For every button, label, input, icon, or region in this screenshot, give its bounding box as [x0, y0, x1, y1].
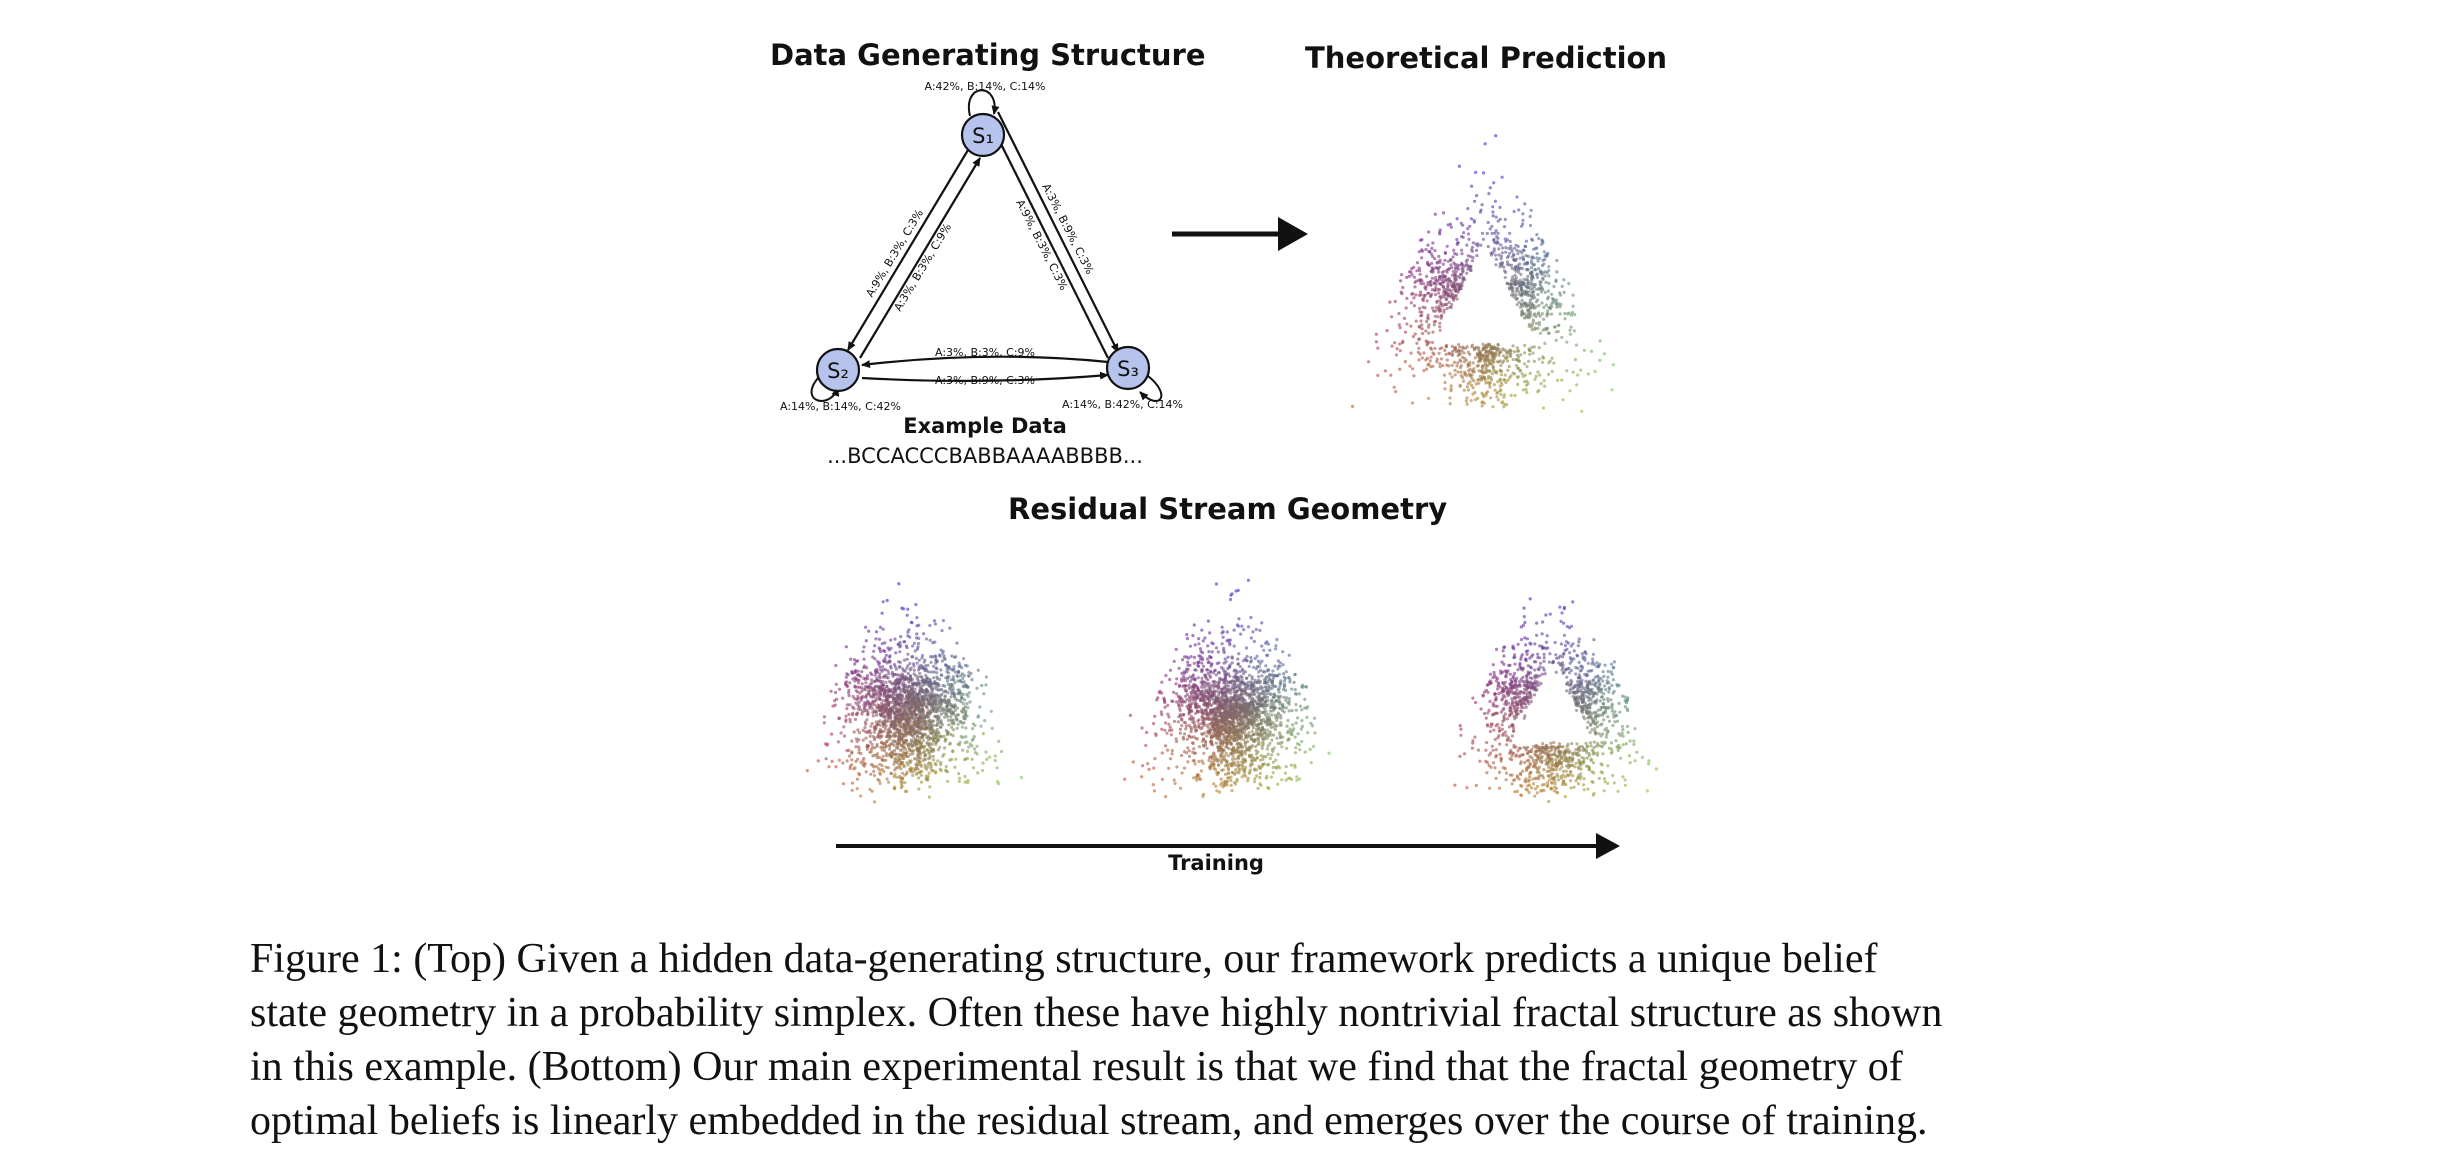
state-diagram: S₁ S₂ S₃ A:42%, B:14%, C:14% A:14%, B:14…	[780, 80, 1183, 468]
caption-line: optimal beliefs is linearly embedded in …	[250, 1098, 1928, 1144]
training-label: Training	[1168, 851, 1264, 875]
residual-plot-late	[1453, 597, 1658, 804]
edge-label-s3-s2: A:3%, B:3%, C:9%	[935, 346, 1035, 359]
caption-line: Figure 1: (Top) Given a hidden data-gene…	[250, 936, 1878, 982]
edge-label-s1-self: A:42%, B:14%, C:14%	[924, 80, 1045, 93]
residual-stream-geometry-title: Residual Stream Geometry	[1008, 492, 1448, 526]
self-loop-s3	[1139, 375, 1163, 402]
example-data-label: Example Data	[903, 414, 1067, 438]
data-generating-structure-title: Data Generating Structure	[770, 38, 1206, 72]
edge-s1-s2-outer	[847, 149, 969, 351]
edge-s1-s3-outer	[997, 111, 1119, 353]
edge-label-s2-s3: A:3%, B:9%, C:3%	[935, 374, 1035, 387]
residual-plot-early	[805, 582, 1024, 804]
edge-label-s2-self: A:14%, B:14%, C:42%	[780, 400, 901, 413]
caption-line: in this example. (Bottom) Our main exper…	[250, 1044, 1903, 1090]
self-loop-s1	[967, 89, 1000, 117]
state-label-s2: S₂	[827, 359, 849, 383]
theoretical-prediction-plot	[1350, 134, 1615, 413]
figure-caption: Figure 1: (Top) Given a hidden data-gene…	[250, 932, 2230, 1148]
state-node-s1	[960, 112, 1006, 158]
state-label-s3: S₃	[1117, 357, 1139, 381]
self-loop-s2	[810, 377, 840, 402]
edge-s3-s1-inner	[989, 121, 1109, 359]
edge-label-s3-self: A:14%, B:42%, C:14%	[1062, 398, 1183, 411]
state-label-s1: S₁	[972, 124, 994, 148]
example-data-sequence: ...BCCACCCBABBAAAABBBB...	[827, 444, 1143, 468]
caption-line: state geometry in a probability simplex.…	[250, 990, 1943, 1036]
residual-plot-mid	[1123, 578, 1331, 799]
edge-s3-s2	[861, 355, 1109, 369]
state-node-s3	[1105, 345, 1151, 391]
edge-s2-s1-inner	[859, 157, 981, 359]
theoretical-prediction-title: Theoretical Prediction	[1305, 41, 1668, 75]
edge-s2-s3	[861, 371, 1109, 382]
state-node-s2	[815, 347, 861, 393]
